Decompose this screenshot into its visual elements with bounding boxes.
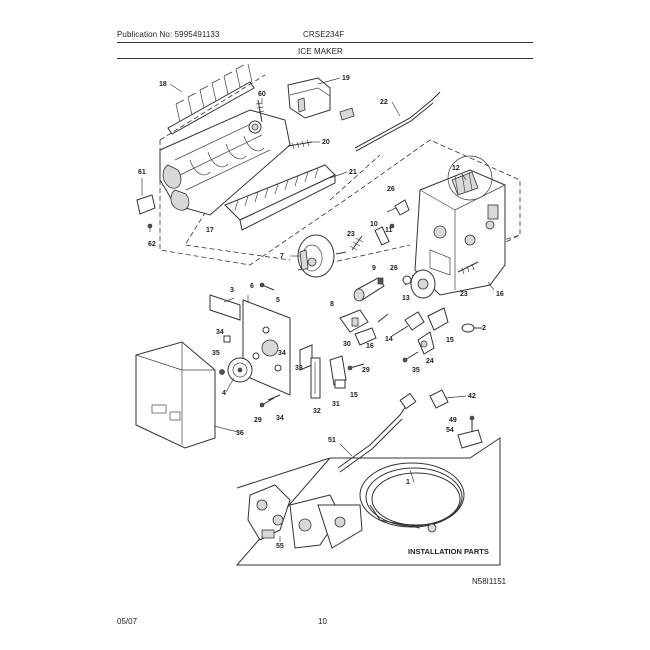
screw-34-lower [267, 394, 281, 401]
part-label: 4 [222, 390, 226, 397]
part-label: 16 [496, 291, 504, 298]
stripper [224, 164, 336, 231]
part-label: 55 [276, 543, 284, 550]
drive-gear [227, 357, 253, 383]
switch-15-right [427, 307, 449, 331]
diagram-code: N58I1151 [472, 577, 507, 586]
part-label: 23 [460, 291, 468, 298]
switch-30 [354, 313, 389, 346]
title-rule [117, 58, 533, 59]
part-label: 11 [385, 227, 393, 234]
thermostat [374, 223, 395, 246]
part-label: 9 [372, 265, 376, 272]
part-label: 18 [159, 81, 167, 88]
part-label: 3 [230, 287, 234, 294]
screw-29-center [347, 363, 365, 371]
shutoff-arm [339, 91, 441, 152]
part-label: 30 [343, 341, 351, 348]
part-label: 1 [406, 479, 410, 486]
part-label: 32 [313, 408, 321, 415]
bracket-32 [310, 357, 321, 399]
part-label: 62 [148, 241, 156, 248]
part-label: 15 [446, 337, 454, 344]
installation-parts-box [235, 437, 501, 566]
part-label: 33 [295, 365, 303, 372]
part-label: 23 [347, 231, 355, 238]
fill-cup [287, 77, 331, 119]
screw-6 [259, 282, 275, 291]
part-label: 12 [452, 165, 460, 172]
part-label: 35 [412, 367, 420, 374]
part-label: 51 [328, 437, 336, 444]
screw-23-left [349, 235, 364, 251]
part-label: 24 [426, 358, 434, 365]
section-title: ICE MAKER [298, 47, 343, 56]
part-15-center [334, 379, 346, 389]
part-label: 17 [206, 227, 214, 234]
part-label: 49 [449, 417, 457, 424]
part-number-labels: 18 60 19 22 20 21 61 17 62 12 26 10 11 2… [138, 75, 504, 550]
part-label: 61 [138, 169, 146, 176]
header-rule [117, 42, 533, 43]
part-31 [329, 355, 347, 386]
part-label: 13 [402, 295, 410, 302]
ice-mold-assembly [136, 63, 291, 232]
part-label: 10 [370, 221, 378, 228]
part-label: 35 [212, 350, 220, 357]
leader-lines [141, 77, 495, 542]
part-label: 26 [387, 186, 395, 193]
part-label: 34 [278, 350, 286, 357]
model-number: CRSE234F [303, 30, 345, 39]
part-label: 6 [250, 283, 254, 290]
clip-34 [223, 335, 231, 343]
part-label: 34 [216, 329, 224, 336]
timing-gear [410, 269, 436, 299]
screw-49 [469, 415, 475, 432]
screw-29-left [259, 397, 275, 408]
part-label: 16 [366, 343, 374, 350]
part-label: 36 [236, 430, 244, 437]
page-number: 10 [318, 617, 327, 626]
part-label: 5 [276, 297, 280, 304]
part-label: 2 [482, 325, 486, 332]
screw-35-left [219, 369, 225, 375]
part-26-top [386, 199, 410, 216]
plate-3 [209, 294, 241, 321]
cover-36 [135, 341, 216, 449]
screw-35-right [402, 351, 419, 363]
bracket-54 [457, 429, 483, 449]
screw-23-right [457, 261, 479, 275]
ejector-bar [167, 63, 255, 135]
part-label: 14 [385, 336, 393, 343]
part-label: 15 [350, 392, 358, 399]
part-label: 22 [380, 99, 388, 106]
part-label: 26 [390, 265, 398, 272]
part-label: 20 [322, 139, 330, 146]
part-label: 54 [446, 427, 454, 434]
wire-harness [337, 392, 417, 473]
publication-number: Publication No: 5995491133 [117, 30, 220, 39]
part-label: 34 [276, 415, 284, 422]
part-label: 42 [468, 393, 476, 400]
part-label: 7 [280, 253, 284, 260]
switch-14 [391, 311, 425, 337]
part-label: 19 [342, 75, 350, 82]
installation-parts-label: INSTALLATION PARTS [408, 547, 489, 556]
part-label: 60 [258, 91, 266, 98]
screw-20 [287, 139, 313, 150]
part-label: 29 [254, 417, 262, 424]
part-label: 31 [332, 401, 340, 408]
switch-8 [339, 309, 369, 333]
lever-24 [417, 331, 435, 355]
clip-42 [429, 389, 449, 409]
part-label: 21 [349, 169, 357, 176]
part-label: 8 [330, 301, 334, 308]
footer-date: 05/07 [117, 617, 138, 626]
screw-60 [255, 99, 265, 123]
part-label: 29 [362, 367, 370, 374]
motor [297, 234, 347, 278]
terminal-9 [353, 277, 385, 302]
mounting-plate [242, 299, 291, 396]
